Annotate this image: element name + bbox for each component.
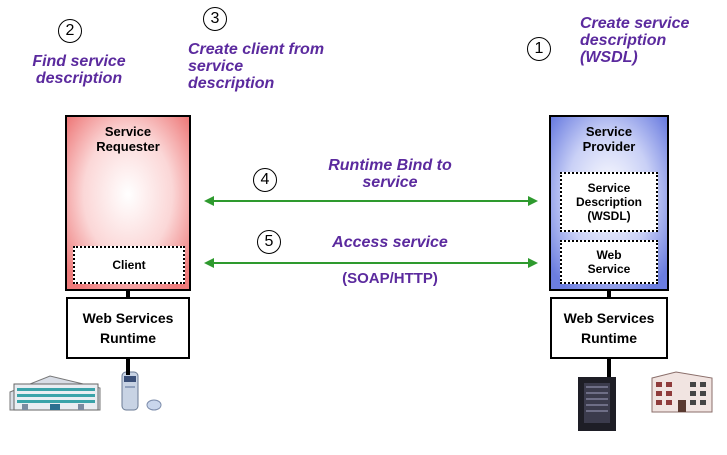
step-1-line: Create service <box>580 15 690 32</box>
provider-runtime-line: Web Services <box>563 310 655 326</box>
client-workstation-icon <box>121 371 162 411</box>
service-description-line: Service <box>587 181 631 195</box>
step-2-label: Find service description <box>4 53 154 87</box>
step-3-marker: 3 <box>203 7 227 31</box>
step-1-line: (WSDL) <box>580 49 638 66</box>
web-service-line: Service <box>587 262 631 276</box>
apartment-building-icon <box>651 371 713 413</box>
service-description-line: Description <box>575 195 642 209</box>
web-service-component: Web Service <box>560 240 658 284</box>
provider-runtime-line: Runtime <box>581 330 637 346</box>
step-5-label: Access service <box>300 234 480 251</box>
client-component: Client <box>73 246 185 284</box>
requester-runtime-line: Web Services <box>82 310 174 326</box>
requester-connector <box>126 290 130 298</box>
provider-title-line: Provider <box>582 139 636 154</box>
requester-runtime: Web Services Runtime <box>66 297 190 359</box>
requester-icon-connector <box>126 359 130 375</box>
requester-title-line: Requester <box>96 139 160 154</box>
step-1-marker: 1 <box>527 37 551 61</box>
step-2-line: description <box>35 70 123 87</box>
requester-title-line: Service <box>104 124 152 139</box>
step-3-line: service <box>188 58 244 75</box>
step-4-marker: 4 <box>253 168 277 192</box>
step-4-label: Runtime Bind to service <box>290 157 490 191</box>
step-3-line: description <box>188 75 275 92</box>
step-5-marker: 5 <box>257 230 281 254</box>
office-building-icon <box>9 375 101 411</box>
protocol-label: (SOAP/HTTP) <box>342 270 438 287</box>
provider-connector <box>607 290 611 298</box>
service-provider: Service Provider Service Description (WS… <box>550 116 668 290</box>
step-4-line: service <box>362 174 418 191</box>
step-5-line: Access service <box>332 234 448 251</box>
provider-runtime: Web Services Runtime <box>550 297 668 359</box>
step-2-marker: 2 <box>58 19 82 43</box>
step-1-label: Create service description (WSDL) <box>580 15 727 66</box>
provider-title: Service Provider <box>550 124 668 154</box>
provider-title-line: Service <box>585 124 633 139</box>
step-1-line: description <box>580 32 667 49</box>
step-3-line: Create client from <box>188 41 325 58</box>
requester-runtime-line: Runtime <box>100 330 156 346</box>
step-4-line: Runtime Bind to <box>328 157 452 174</box>
mainframe-server-icon <box>578 377 616 431</box>
access-service-arrow <box>204 258 538 268</box>
service-requester: Service Requester Client <box>66 116 190 290</box>
web-service-line: Web <box>596 248 622 262</box>
requester-title: Service Requester <box>66 124 190 154</box>
step-3-label: Create client from service description <box>188 41 388 92</box>
service-description-line: (WSDL) <box>587 209 631 223</box>
service-description-component: Service Description (WSDL) <box>560 172 658 232</box>
provider-icon-connector <box>607 359 611 377</box>
step-2-line: Find service <box>32 53 126 70</box>
runtime-bind-arrow <box>204 196 538 206</box>
